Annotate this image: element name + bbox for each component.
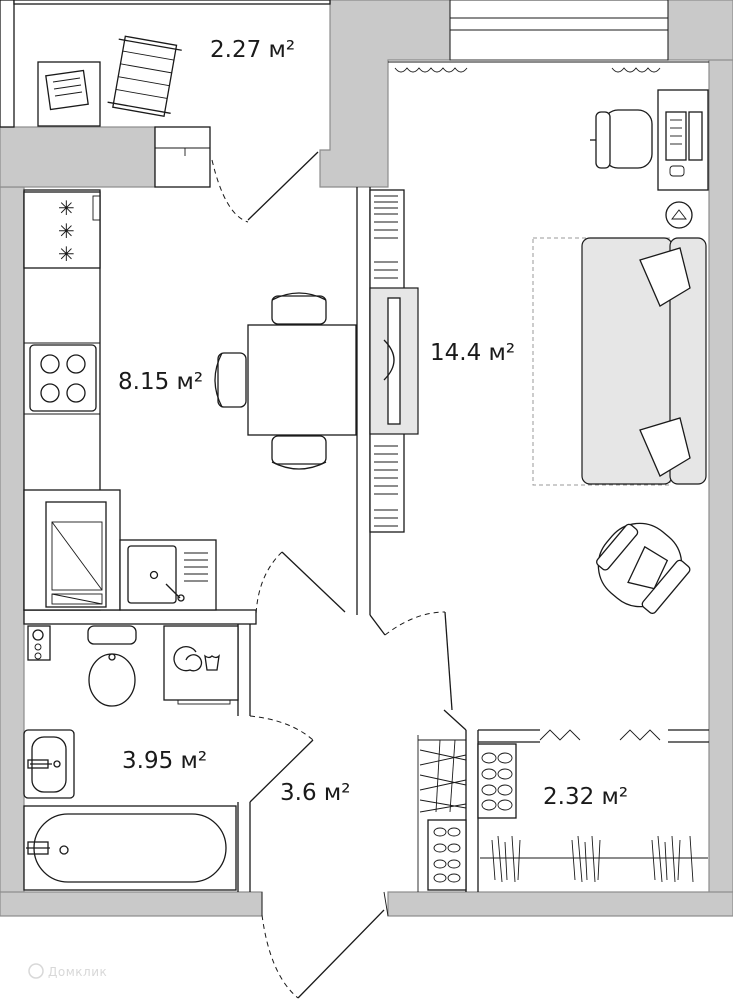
window-top [388,0,709,73]
armchair [596,522,691,614]
area-labels: 2.27 м² 8.15 м² 14.4 м² 3.95 м² 3.6 м² 2… [118,37,628,810]
toilet-icon [87,625,137,707]
washbasin-icon [23,729,75,799]
chair-top [271,292,327,325]
tv-icon [369,287,419,435]
floor-lamp-icon [665,201,693,229]
sink-icon [119,539,217,611]
watermark-logo-icon [28,963,44,979]
watermark-text: Домклик [48,965,107,979]
drying-rack-icon [107,35,182,117]
heater-icon [27,625,51,661]
coat-rack [417,735,467,892]
living-room [369,89,709,614]
area-label-bathroom: 3.95 м² [122,748,207,774]
walls [0,0,733,917]
svg-text:✳: ✳ [58,242,75,266]
area-label-balcony: 2.27 м² [210,37,295,63]
doors [154,126,467,999]
dining-table [214,292,357,470]
bathtub-icon [23,805,237,891]
area-label-wardrobe: 2.32 м² [543,784,628,810]
area-label-kitchen: 8.15 м² [118,369,203,395]
svg-text:✳: ✳ [58,219,75,243]
sofa [581,237,707,485]
washer-icon [163,625,239,705]
chair-left [214,352,247,408]
oven-icon [45,501,107,608]
kitchen-room: ✳ ✳ ✳ [23,189,357,611]
chair-bottom [271,435,327,470]
stove-icon [29,344,97,412]
area-label-living-room: 14.4 м² [430,340,515,366]
svg-text:✳: ✳ [58,196,75,220]
bathroom-room [23,625,239,891]
office-chair [590,109,653,169]
desk [657,89,709,191]
wardrobe-hanging-rail [480,835,708,883]
shoe-rack-left [427,819,467,891]
laptop-icon [665,111,703,161]
hallway-storage [417,735,708,892]
shoe-rack-right [477,743,517,819]
balcony-room [37,35,182,127]
newspaper-icon [45,69,89,111]
watermark: Домклик [28,963,107,979]
fridge-icon: ✳ ✳ ✳ [23,191,101,269]
area-label-hallway: 3.6 м² [280,780,350,806]
